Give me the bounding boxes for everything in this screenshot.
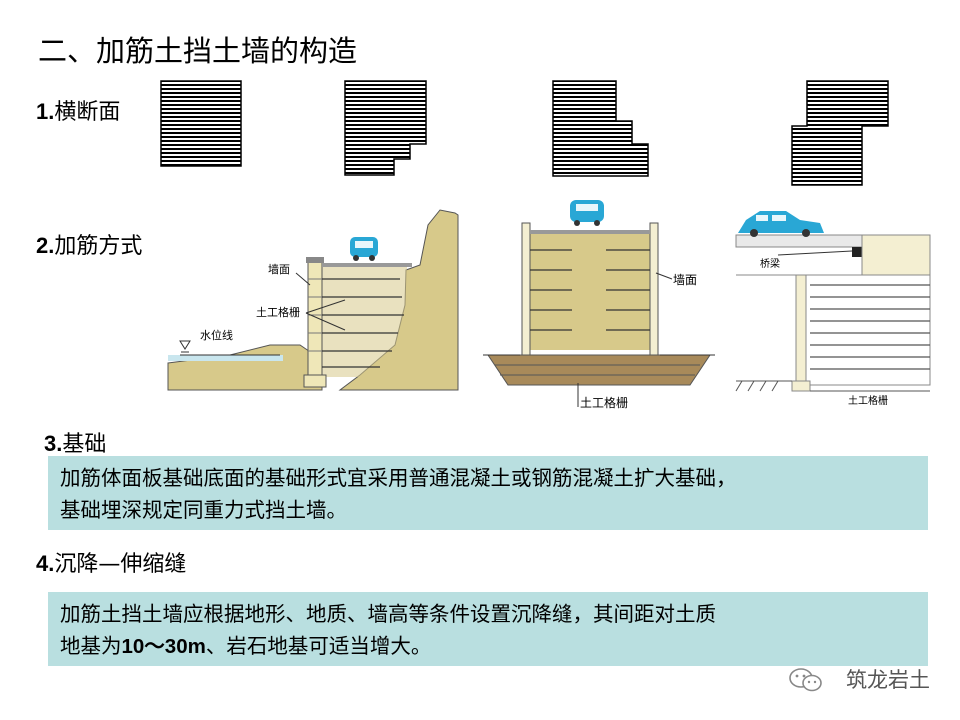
reinforcement-diagram-bridge: 桥梁 土工格栅 xyxy=(735,211,931,407)
settlement-text-line-2: 地基为10～30m、岩石地基可适当增大。 xyxy=(60,630,918,663)
cross-section-diagrams xyxy=(160,80,889,186)
section-2-number: 2. xyxy=(36,233,55,258)
settlement-text-range: 10～30m xyxy=(121,635,206,658)
section-1-heading: 1.横断面 xyxy=(36,94,120,126)
section-2-heading: 2.加筋方式 xyxy=(36,228,142,260)
cross-section-step-narrow-bottom xyxy=(344,80,427,176)
cross-section-step-wide-bottom xyxy=(552,80,649,177)
label-geogrid-3: 土工格栅 xyxy=(848,394,888,407)
watermark-text: 筑龙岩土 xyxy=(846,668,930,692)
foundation-text-box: 加筋体面板基础底面的基础形式宜采用普通混凝土或钢筋混凝土扩大基础， 基础埋深规定… xyxy=(48,456,928,530)
label-geogrid-1: 土工格栅 xyxy=(256,305,300,319)
reinforcement-diagram-double: 墙面 土工格栅 xyxy=(483,200,715,410)
label-bridge: 桥梁 xyxy=(760,257,780,270)
car-icon-2 xyxy=(570,200,604,226)
section-3-number: 3. xyxy=(44,431,63,456)
settlement-text-line-1: 加筋土挡土墙应根据地形、地质、墙高等条件设置沉降缝，其间距对土质 xyxy=(60,602,716,626)
settlement-text-pre: 地基为 xyxy=(60,634,122,658)
foundation-text-line-2: 基础埋深规定同重力式挡土墙。 xyxy=(60,498,347,522)
settlement-text-post: 、岩石地基可适当增大。 xyxy=(205,634,432,658)
foundation-text-line-1: 加筋体面板基础底面的基础形式宜采用普通混凝土或钢筋混凝土扩大基础， xyxy=(60,466,737,490)
label-geogrid-2: 土工格栅 xyxy=(580,395,628,410)
section-4-heading: 4.沉降—伸缩缝 xyxy=(36,546,186,578)
section-3-heading: 3.基础 xyxy=(44,426,106,458)
section-1-number: 1. xyxy=(36,99,55,124)
section-4-number: 4. xyxy=(36,551,55,576)
page-title: 二、加筋土挡土墙的构造 xyxy=(38,34,358,68)
settlement-text-box: 加筋土挡土墙应根据地形、地质、墙高等条件设置沉降缝，其间距对土质 地基为10～3… xyxy=(48,592,928,666)
reinforcement-diagram-slope: 墙面 土工格栅 水位线 xyxy=(167,209,459,410)
label-water-level: 水位线 xyxy=(200,328,233,342)
label-wall-face-1: 墙面 xyxy=(268,262,290,276)
cross-section-offset xyxy=(791,80,889,186)
cross-section-rectangle xyxy=(160,80,242,167)
section-3-label: 基础 xyxy=(62,432,107,457)
section-1-label: 横断面 xyxy=(54,100,121,125)
wechat-icon xyxy=(789,668,822,692)
reinforcement-diagrams: 墙面 土工格栅 水位线 墙面 土工格栅 xyxy=(167,200,931,410)
car-icon xyxy=(350,237,378,261)
car-icon-3 xyxy=(738,211,824,237)
section-2-label: 加筋方式 xyxy=(54,234,143,259)
label-wall-face-2: 墙面 xyxy=(673,273,697,287)
section-4-label: 沉降—伸缩缝 xyxy=(54,552,187,577)
